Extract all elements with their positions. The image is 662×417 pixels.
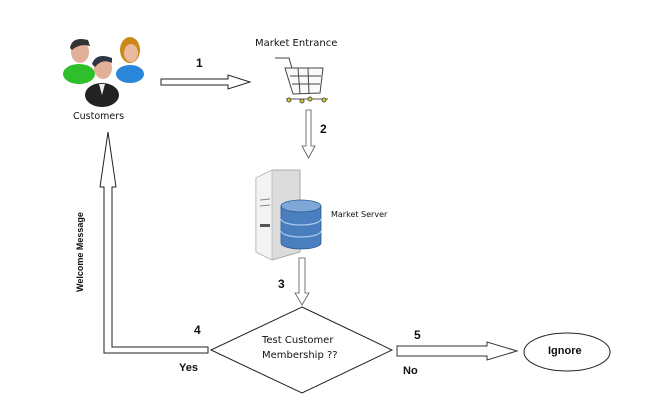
arrow-2 bbox=[301, 109, 316, 159]
market-entrance-label: Market Entrance bbox=[255, 38, 338, 49]
ignore-label: Ignore bbox=[548, 345, 582, 357]
decision-line-1: Test Customer bbox=[262, 335, 334, 346]
shopping-cart-icon bbox=[275, 57, 328, 104]
market-server-label: Market Server bbox=[331, 210, 388, 219]
customers-label: Customers bbox=[73, 111, 125, 122]
step-5-label: 5 bbox=[414, 328, 421, 342]
step-4-label: 4 bbox=[194, 323, 201, 337]
decision-diamond bbox=[209, 306, 394, 394]
step-2-label: 2 bbox=[320, 122, 327, 136]
yes-label: Yes bbox=[179, 362, 198, 374]
arrow-3 bbox=[294, 257, 310, 306]
step-3-label: 3 bbox=[278, 277, 285, 291]
decision-line-2: Membership ?? bbox=[262, 350, 338, 361]
no-label: No bbox=[403, 365, 418, 377]
step-1-label: 1 bbox=[196, 56, 203, 70]
welcome-message-label: Welcome Message bbox=[74, 212, 85, 292]
ignore-terminal bbox=[523, 332, 611, 372]
arrow-5 bbox=[396, 341, 519, 361]
people-group-icon bbox=[63, 37, 144, 107]
arrow-1 bbox=[160, 74, 252, 90]
server-database-icon bbox=[255, 169, 322, 261]
arrow-4 bbox=[99, 131, 209, 354]
